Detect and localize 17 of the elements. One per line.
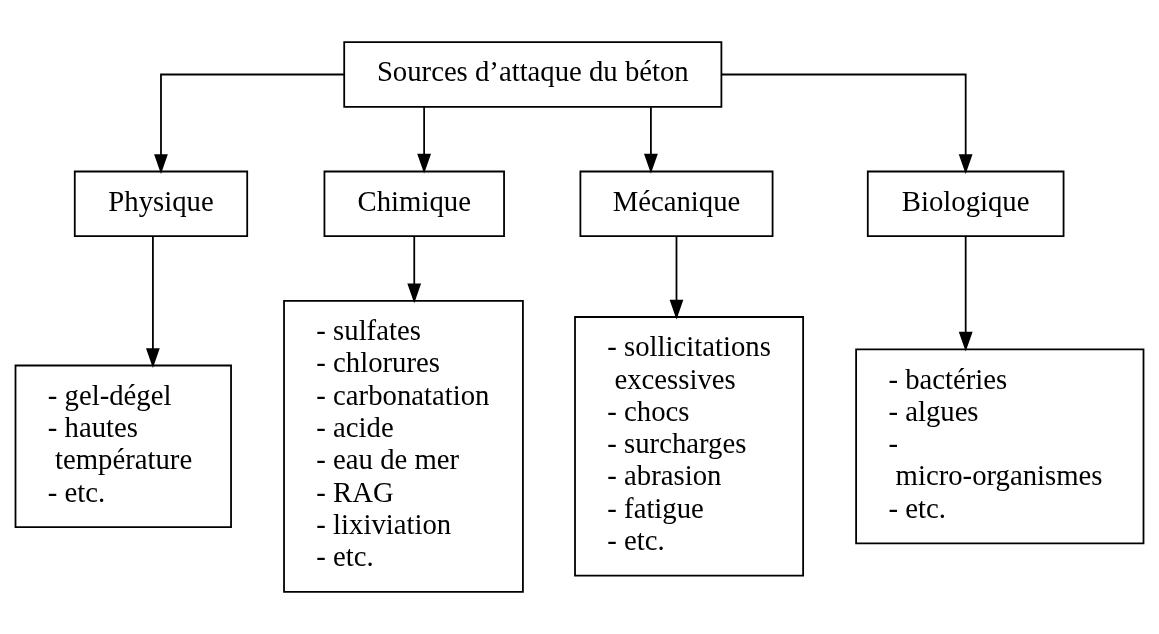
arrow xyxy=(720,73,973,174)
arrow xyxy=(669,235,684,320)
node-box: - gel-dégel - hautes température - etc. xyxy=(14,364,232,529)
node-box: - sollicitations excessives - chocs - surcharges - abrasion - fatigue - etc. xyxy=(574,316,804,577)
node-box: Sources d’attaque du béton xyxy=(343,41,723,108)
arrow xyxy=(643,106,658,174)
arrow xyxy=(154,73,346,174)
node-box: Chimique xyxy=(323,170,505,238)
node-box: - bactéries - algues - micro-organismes - etc. xyxy=(855,348,1145,545)
node-box: - sulfates - chlorures - carbonatation - acide - eau de mer - RAG - lixiviation - etc. xyxy=(283,299,524,593)
arrow xyxy=(417,106,432,174)
node-box: Mécanique xyxy=(579,170,774,238)
arrow xyxy=(958,235,973,352)
node-box: Biologique xyxy=(866,170,1065,238)
node-box: Physique xyxy=(73,170,249,238)
arrow xyxy=(407,235,422,304)
arrow xyxy=(146,235,160,368)
